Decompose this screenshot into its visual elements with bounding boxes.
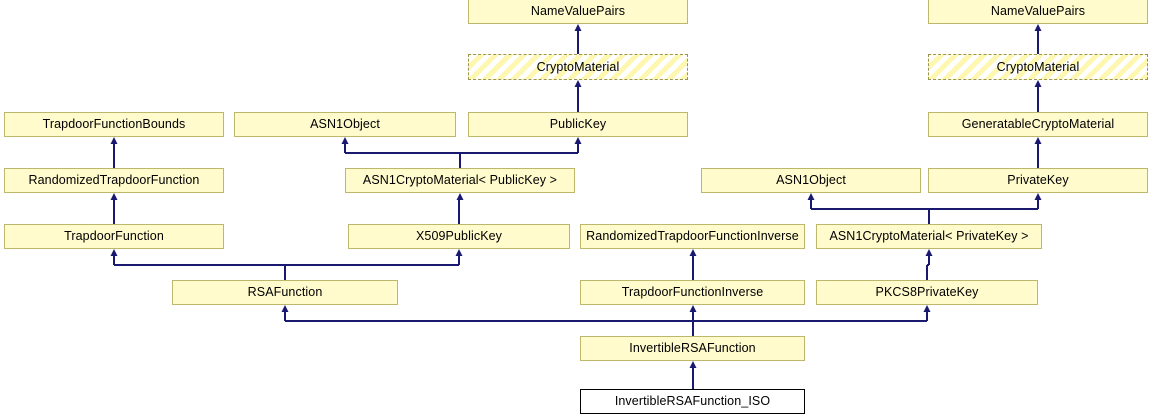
class-node-label: ASN1Object: [310, 117, 380, 132]
arrowhead-cm_left-to-nvp_left: [574, 24, 582, 31]
class-node-asn1obj_left[interactable]: ASN1Object: [234, 112, 456, 137]
class-node-pkcs8priv[interactable]: PKCS8PrivateKey: [816, 280, 1038, 305]
arrowhead-rtf-to-tfb: [110, 137, 118, 144]
class-node-rtfi[interactable]: RandomizedTrapdoorFunctionInverse: [580, 224, 805, 249]
arrowhead-pkcs8priv-to-asn1cm_priv: [925, 249, 933, 256]
class-node-label: CryptoMaterial: [536, 59, 620, 74]
class-node-label: GeneratableCryptoMaterial: [961, 117, 1115, 132]
class-node-tfb[interactable]: TrapdoorFunctionBounds: [4, 112, 224, 137]
arrowhead-asn1cm_pub-to-pubkey: [574, 137, 582, 144]
class-node-label: RandomizedTrapdoorFunctionInverse: [586, 229, 799, 244]
arrowhead-invrsa-to-tfi: [689, 305, 697, 312]
arrowhead-gencm-to-cm_right: [1034, 80, 1042, 87]
arrowhead-rsafunc-to-x509pub: [455, 249, 463, 256]
class-node-nvp_left[interactable]: NameValuePairs: [468, 0, 688, 24]
arrowhead-tf-to-rtf: [110, 193, 118, 200]
class-node-tf[interactable]: TrapdoorFunction: [4, 224, 224, 249]
class-node-cm_left[interactable]: CryptoMaterial: [468, 54, 688, 80]
arrowhead-pubkey-to-cm_left: [574, 80, 582, 87]
class-node-asn1obj_right[interactable]: ASN1Object: [701, 168, 921, 193]
class-node-label: CryptoMaterial: [996, 59, 1080, 74]
class-node-label: TrapdoorFunction: [64, 229, 164, 244]
class-node-label: ASN1CryptoMaterial< PublicKey >: [362, 173, 558, 188]
class-node-tfi[interactable]: TrapdoorFunctionInverse: [580, 280, 805, 305]
class-node-label: PrivateKey: [1007, 173, 1069, 188]
class-node-label: X509PublicKey: [415, 229, 503, 244]
arrowhead-cm_right-to-nvp_right: [1034, 24, 1042, 31]
class-node-label: PublicKey: [549, 117, 607, 132]
arrowhead-invrsa-to-pkcs8priv: [923, 305, 931, 312]
class-node-asn1cm_pub[interactable]: ASN1CryptoMaterial< PublicKey >: [345, 168, 575, 193]
class-node-label: ASN1CryptoMaterial< PrivateKey >: [829, 229, 1029, 244]
class-node-label: NameValuePairs: [530, 3, 626, 18]
arrowhead-invrsa-to-rsafunc: [281, 305, 289, 312]
arrowhead-asn1cm_priv-to-asn1obj_right: [807, 193, 815, 200]
class-node-label: InvertibleRSAFunction: [629, 341, 756, 356]
class-node-rsafunc[interactable]: RSAFunction: [172, 280, 398, 305]
arrowhead-privkey-to-gencm: [1034, 137, 1042, 144]
class-node-label: RandomizedTrapdoorFunction: [28, 173, 200, 188]
class-node-asn1cm_priv[interactable]: ASN1CryptoMaterial< PrivateKey >: [816, 224, 1042, 249]
class-node-invrsa[interactable]: InvertibleRSAFunction: [580, 336, 805, 361]
arrowhead-rsafunc-to-tf: [110, 249, 118, 256]
arrowhead-invrsa_iso-to-invrsa: [689, 361, 697, 368]
class-node-nvp_right[interactable]: NameValuePairs: [928, 0, 1148, 24]
class-node-label: NameValuePairs: [990, 3, 1086, 18]
arrowhead-asn1cm_pub-to-asn1obj_left: [341, 137, 349, 144]
arrowhead-asn1cm_priv-to-privkey: [1034, 193, 1042, 200]
class-node-label: ASN1Object: [776, 173, 846, 188]
arrowhead-x509pub-to-asn1cm_pub: [456, 193, 464, 200]
class-node-x509pub[interactable]: X509PublicKey: [348, 224, 570, 249]
class-node-label: InvertibleRSAFunction_ISO: [614, 394, 771, 409]
arrowhead-tfi-to-rtfi: [689, 249, 697, 256]
class-node-cm_right[interactable]: CryptoMaterial: [928, 54, 1148, 80]
class-node-label: RSAFunction: [247, 285, 323, 300]
class-node-label: PKCS8PrivateKey: [875, 285, 979, 300]
class-node-pubkey[interactable]: PublicKey: [468, 112, 688, 137]
class-node-invrsa_iso[interactable]: InvertibleRSAFunction_ISO: [580, 389, 805, 414]
class-node-privkey[interactable]: PrivateKey: [928, 168, 1148, 193]
class-node-gencm[interactable]: GeneratableCryptoMaterial: [928, 112, 1148, 137]
class-node-label: TrapdoorFunctionInverse: [621, 285, 764, 300]
class-node-rtf[interactable]: RandomizedTrapdoorFunction: [4, 168, 224, 193]
class-node-label: TrapdoorFunctionBounds: [42, 117, 186, 132]
